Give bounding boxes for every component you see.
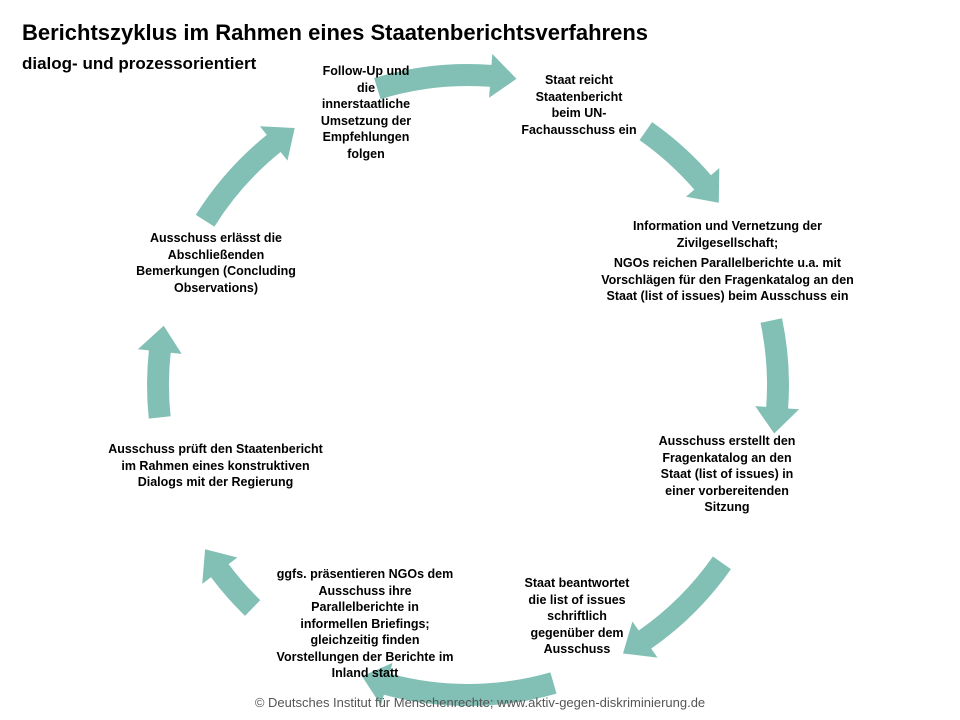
arrow-list-to-answer <box>623 556 731 658</box>
arrow-followup-to-submit <box>374 53 517 100</box>
step-constructive-dialog: Ausschuss prüft den Staatenbericht im Ra… <box>108 442 323 489</box>
arrow-submit-to-networking <box>639 122 720 203</box>
arrow-dialog-to-observations <box>137 325 182 419</box>
arrow-answer-to-briefings <box>362 662 557 707</box>
step-state-answers: Staat beantwortet die list of issues sch… <box>524 576 630 656</box>
diagram-title: Berichtszyklus im Rahmen eines Staatenbe… <box>22 20 649 45</box>
step-state-submits-report: Staat reicht Staatenbericht beim UN-Fach… <box>521 73 637 137</box>
step-civil-society-networking: Information und Vernetzung der Zivilgese… <box>601 219 854 303</box>
diagram-subtitle: dialog- und prozessorientiert <box>22 54 257 73</box>
step-follow-up: Follow-Up und die innerstaatliche Umsetz… <box>320 64 412 161</box>
copyright-footer: © Deutsches Institut für Menschenrechte;… <box>254 695 706 710</box>
step-concluding-observations: Ausschuss erlässt die Abschließenden Bem… <box>136 231 296 295</box>
step-list-of-issues: Ausschuss erstellt den Fragenkatalog an … <box>658 434 796 514</box>
arrow-briefings-to-dialog <box>202 549 261 616</box>
arrow-observations-to-followup <box>195 126 295 227</box>
arrow-networking-to-list <box>755 318 800 434</box>
step-ngo-briefings: ggfs. präsentieren NGOs dem Ausschuss ih… <box>276 567 454 680</box>
